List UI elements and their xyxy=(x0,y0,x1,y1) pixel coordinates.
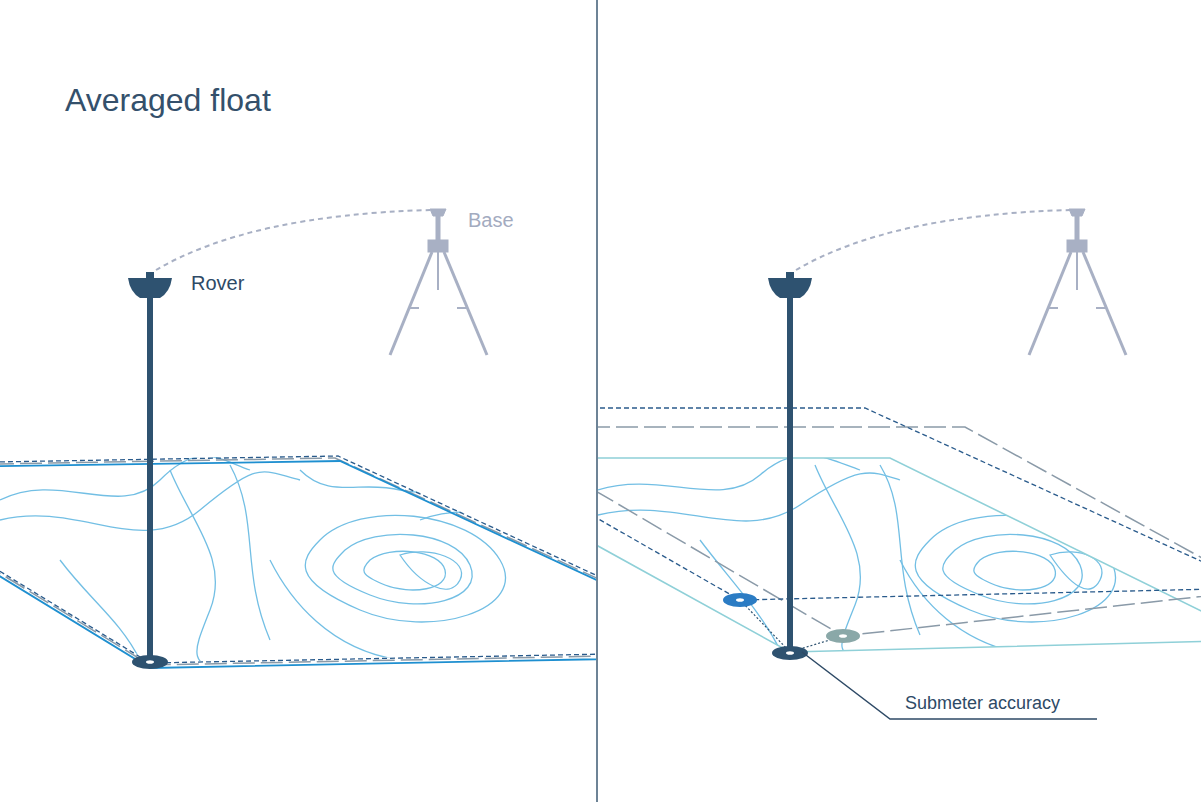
plane-outline xyxy=(0,458,596,665)
position-dot xyxy=(723,593,757,607)
contour-lines xyxy=(0,456,596,680)
left-panel xyxy=(0,209,596,680)
rover-receiver xyxy=(128,272,172,669)
position-dot xyxy=(839,634,847,638)
base-tripod xyxy=(1029,209,1126,355)
base-label: Base xyxy=(468,209,514,232)
contour-lines xyxy=(598,455,1201,670)
plane-outline xyxy=(598,408,1201,600)
accuracy-label: Submeter accuracy xyxy=(905,693,1060,714)
radio-link xyxy=(796,210,1070,270)
rover-receiver xyxy=(768,272,812,660)
plane-outline xyxy=(598,427,1201,636)
rover-label: Rover xyxy=(191,272,244,295)
position-dot xyxy=(826,629,860,643)
plane-outline xyxy=(598,458,1201,652)
diagram-title: Averaged float xyxy=(65,82,271,119)
right-panel xyxy=(598,209,1201,719)
position-dot xyxy=(736,598,744,602)
offset-line xyxy=(740,600,790,652)
radio-link xyxy=(156,210,430,270)
plane-outline xyxy=(0,461,596,668)
panel-divider xyxy=(596,0,598,802)
leader-line xyxy=(802,652,1097,719)
